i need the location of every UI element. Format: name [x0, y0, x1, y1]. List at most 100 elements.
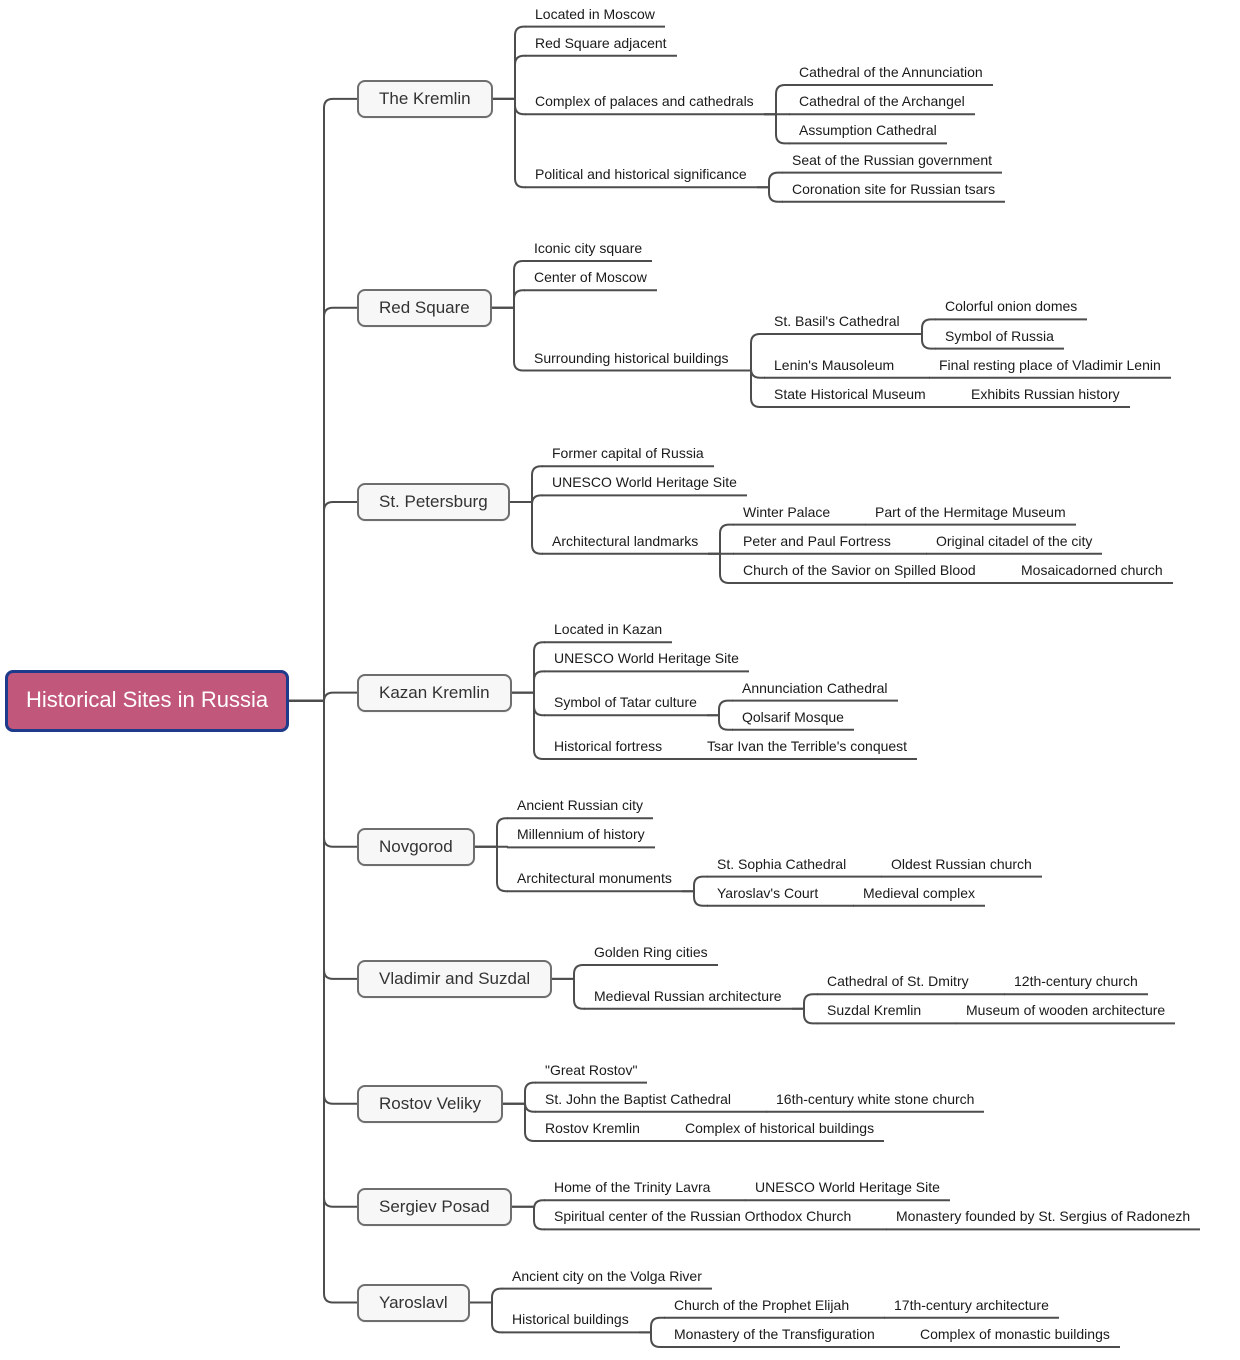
- connector: [764, 113, 790, 145]
- sub-topic[interactable]: Ancient city on the Volga River: [512, 1267, 702, 1284]
- main-topic[interactable]: Vladimir and Suzdal: [357, 959, 553, 998]
- sub-topic[interactable]: Oldest Russian church: [891, 855, 1032, 872]
- connector: [510, 501, 543, 555]
- sub-topic[interactable]: "Great Rostov": [545, 1061, 638, 1078]
- connector: [512, 1205, 545, 1231]
- sub-topic[interactable]: Ancient Russian city: [517, 797, 644, 814]
- sub-topic[interactable]: Museum of wooden architecture: [966, 1002, 1166, 1019]
- sub-topic[interactable]: Part of the Hermitage Museum: [875, 503, 1066, 520]
- sub-topic[interactable]: Historical fortress: [554, 738, 663, 754]
- sub-topic[interactable]: Tsar Ivan the Terrible's conquest: [707, 738, 908, 754]
- root-topic[interactable]: Historical Sites in Russia: [5, 669, 290, 732]
- sub-topic[interactable]: Golden Ring cities: [594, 944, 708, 960]
- sub-topic[interactable]: 17th-century architecture: [894, 1296, 1049, 1313]
- sub-topic[interactable]: Original citadel of the city: [936, 532, 1093, 549]
- sub-topic[interactable]: Qolsarif Mosque: [742, 708, 844, 725]
- sub-topic[interactable]: Complex of palaces and cathedrals: [535, 93, 754, 110]
- sub-topic[interactable]: Cathedral of the Archangel: [799, 93, 965, 110]
- sub-topic[interactable]: Architectural landmarks: [552, 532, 699, 549]
- sub-topic[interactable]: St. Basil's Cathedral: [774, 313, 900, 329]
- connector: [493, 25, 526, 100]
- connector: [910, 333, 936, 350]
- sub-topic[interactable]: Symbol of Russia: [945, 327, 1054, 344]
- connector: [639, 1331, 665, 1348]
- sub-topic[interactable]: Yaroslav's Court: [717, 884, 819, 901]
- sub-topic[interactable]: Winter Palace: [743, 503, 831, 520]
- connector: [757, 186, 783, 203]
- sub-topic[interactable]: Church of the Prophet Elijah: [674, 1296, 850, 1313]
- sub-topic[interactable]: Mosaicadorned church: [1021, 562, 1163, 578]
- sub-topic[interactable]: Millennium of history: [517, 826, 645, 843]
- sub-topic[interactable]: Architectural monuments: [517, 870, 672, 887]
- sub-topic[interactable]: Spiritual center of the Russian Orthodox…: [554, 1208, 852, 1225]
- sub-topic[interactable]: Final resting place of Vladimir Lenin: [939, 356, 1161, 373]
- sub-topic[interactable]: Located in Moscow: [535, 5, 655, 22]
- sub-topic[interactable]: Home of the Trinity Lavra: [554, 1179, 711, 1196]
- sub-topic[interactable]: 12th-century church: [1014, 973, 1138, 990]
- main-topic[interactable]: Kazan Kremlin: [357, 673, 512, 712]
- connector: [289, 97, 358, 702]
- connector: [470, 1301, 503, 1334]
- sub-topic[interactable]: State Historical Museum: [774, 386, 926, 402]
- connector: [910, 318, 936, 335]
- connector: [708, 523, 734, 555]
- sub-topic[interactable]: St. Sophia Cathedral: [717, 855, 847, 872]
- sub-topic[interactable]: Assumption Cathedral: [799, 122, 937, 139]
- sub-topic[interactable]: Monastery founded by St. Sergius of Rado…: [896, 1208, 1191, 1225]
- main-topic[interactable]: Sergiev Posad: [357, 1187, 512, 1226]
- connector: [764, 84, 790, 116]
- connector: [503, 1102, 536, 1142]
- connector: [757, 171, 783, 189]
- connector: [475, 817, 508, 848]
- sub-topic[interactable]: Historical buildings: [512, 1311, 629, 1328]
- main-topic[interactable]: Red Square: [357, 288, 492, 327]
- connector: [707, 699, 733, 717]
- sub-topic[interactable]: Exhibits Russian history: [971, 386, 1120, 402]
- sub-topic[interactable]: Located in Kazan: [554, 621, 663, 638]
- sub-topic[interactable]: Complex of monastic buildings: [920, 1326, 1110, 1342]
- connector: [792, 993, 818, 1010]
- sub-topic[interactable]: Rostov Kremlin: [545, 1120, 640, 1136]
- main-topic[interactable]: Novgorod: [357, 827, 475, 866]
- connector: [493, 97, 526, 189]
- sub-topic[interactable]: UNESCO World Heritage Site: [755, 1179, 940, 1196]
- sub-topic[interactable]: Annunciation Cathedral: [742, 679, 888, 696]
- sub-topic[interactable]: Suzdal Kremlin: [827, 1002, 922, 1019]
- sub-topic[interactable]: Coronation site for Russian tsars: [792, 180, 996, 197]
- sub-topic[interactable]: Cathedral of St. Dmitry: [827, 973, 969, 990]
- sub-topic[interactable]: Center of Moscow: [534, 269, 647, 286]
- sub-topic[interactable]: Colorful onion domes: [945, 298, 1078, 315]
- sub-topic[interactable]: Peter and Paul Fortress: [743, 532, 891, 549]
- sub-topic[interactable]: 16th-century white stone church: [776, 1090, 975, 1107]
- main-topic[interactable]: Yaroslavl: [357, 1283, 470, 1322]
- sub-topic[interactable]: Medieval Russian architecture: [594, 987, 782, 1004]
- sub-topic[interactable]: Church of the Savior on Spilled Blood: [743, 562, 976, 578]
- sub-topic[interactable]: Medieval complex: [863, 884, 976, 901]
- sub-topic[interactable]: Iconic city square: [534, 240, 643, 256]
- sub-topic[interactable]: Monastery of the Transfiguration: [674, 1326, 875, 1342]
- sub-topic[interactable]: Red Square adjacent: [535, 34, 667, 51]
- sub-topic[interactable]: UNESCO World Heritage Site: [552, 474, 737, 491]
- sub-topic[interactable]: Complex of historical buildings: [685, 1120, 875, 1136]
- sub-topic[interactable]: Seat of the Russian government: [792, 151, 993, 168]
- sub-topic[interactable]: UNESCO World Heritage Site: [554, 650, 739, 667]
- sub-topic[interactable]: Cathedral of the Annunciation: [799, 64, 983, 80]
- sub-topic[interactable]: Political and historical significance: [535, 166, 747, 183]
- sub-topic[interactable]: St. John the Baptist Cathedral: [545, 1090, 731, 1107]
- main-topic[interactable]: Rostov Veliky: [357, 1084, 504, 1123]
- sub-topic[interactable]: Lenin's Mausoleum: [774, 356, 895, 373]
- connector: [512, 1199, 545, 1210]
- connector: [639, 1316, 665, 1334]
- connector: [792, 1007, 818, 1025]
- connector: [739, 369, 765, 408]
- connector: [475, 845, 508, 893]
- sub-topic[interactable]: Symbol of Tatar culture: [554, 694, 697, 711]
- main-topic[interactable]: The Kremlin: [357, 79, 493, 118]
- sub-topic[interactable]: Former capital of Russia: [552, 445, 704, 462]
- connector: [510, 465, 543, 503]
- connector: [289, 699, 358, 1304]
- connector: [682, 890, 708, 907]
- sub-topic[interactable]: Surrounding historical buildings: [534, 349, 729, 366]
- main-topic[interactable]: St. Petersburg: [357, 483, 510, 521]
